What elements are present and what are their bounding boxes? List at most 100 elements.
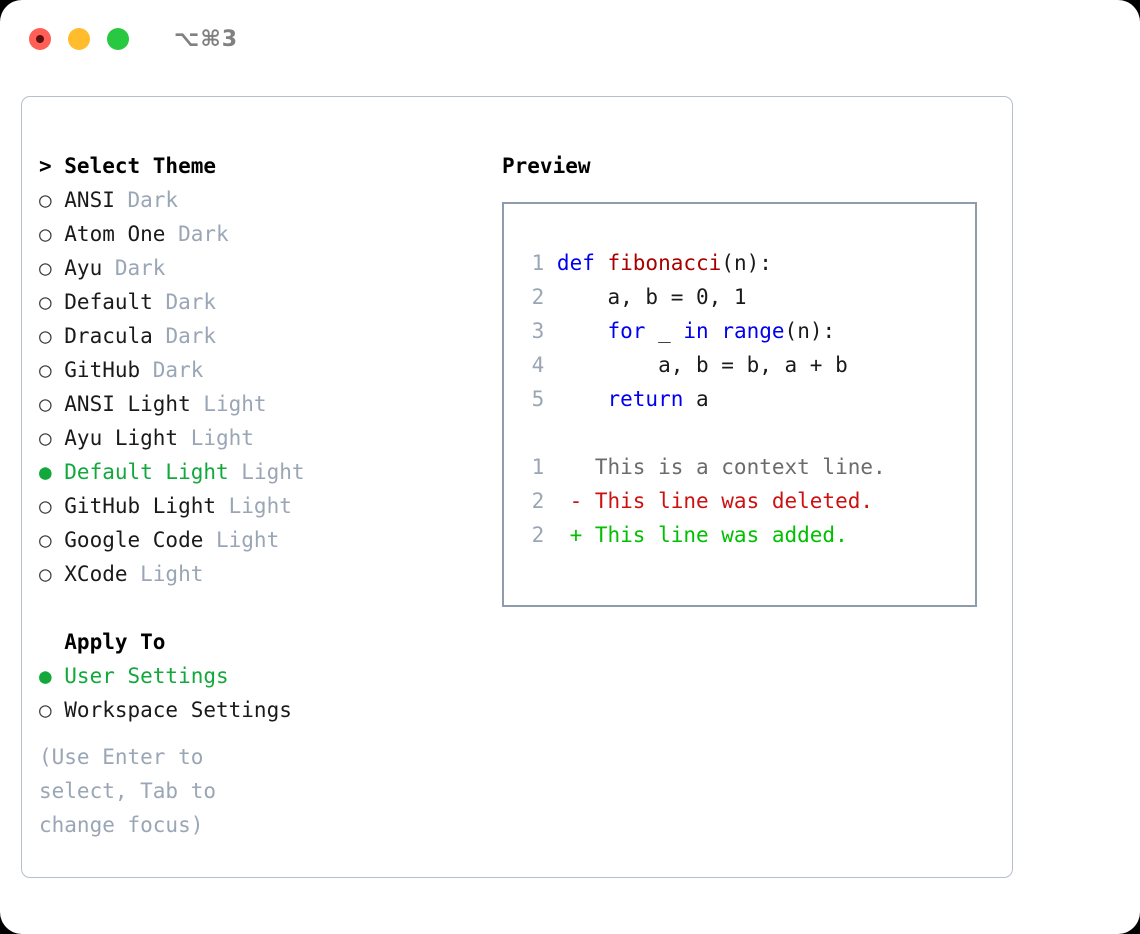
theme-option-category: Dark	[102, 256, 166, 280]
code-token-txt: a	[683, 387, 709, 411]
theme-option-10[interactable]: ○ Google Code Light	[39, 523, 479, 557]
theme-option-category: Dark	[152, 290, 217, 314]
theme-option-category: Light	[127, 562, 204, 586]
apply-to-option-label: Workspace Settings	[64, 698, 292, 722]
line-number: 2	[531, 523, 545, 547]
code-line-1: 2 a, b = 0, 1	[504, 280, 975, 314]
radio-selected-icon: ●	[39, 664, 65, 688]
apply-to-list[interactable]: Apply To● User Settings○ Workspace Setti…	[39, 625, 479, 727]
theme-option-label: GitHub	[64, 358, 141, 382]
diff-line-0: 1 This is a context line.	[504, 450, 975, 484]
code-line-0: 1 def fibonacci(n):	[504, 246, 975, 280]
code-line-2: 3 for _ in range(n):	[504, 314, 975, 348]
keyboard-shortcut-label: ⌥⌘3	[174, 26, 239, 52]
theme-option-9[interactable]: ○ GitHub Light Light	[39, 489, 479, 523]
radio-unselected-icon: ○	[39, 426, 65, 450]
title-bar: ⌥⌘3	[0, 0, 1140, 78]
radio-unselected-icon: ○	[39, 324, 65, 348]
radio-unselected-icon: ○	[39, 528, 65, 552]
line-number: 4	[531, 353, 545, 377]
line-number: 5	[531, 387, 545, 411]
theme-option-5[interactable]: ○ GitHub Dark	[39, 353, 479, 387]
code-token-kw: def	[556, 251, 608, 275]
theme-list[interactable]: > Select Theme○ ANSI Dark○ Atom One Dark…	[39, 149, 479, 591]
theme-option-label: GitHub Light	[64, 494, 216, 518]
radio-unselected-icon: ○	[39, 698, 65, 722]
code-token-kw: in	[683, 319, 709, 343]
apply-to-option-1[interactable]: ○ Workspace Settings	[39, 693, 479, 727]
radio-unselected-icon: ○	[39, 562, 65, 586]
line-number: 2	[531, 285, 545, 309]
theme-option-6[interactable]: ○ ANSI Light Light	[39, 387, 479, 421]
theme-option-label: Default Light	[64, 460, 229, 484]
apply-to-option-label: User Settings	[64, 664, 229, 688]
code-token-txt	[557, 387, 608, 411]
select-theme-heading-text: Select Theme	[64, 154, 216, 178]
theme-option-8[interactable]: ● Default Light Light	[39, 455, 479, 489]
select-theme-heading-marker: >	[39, 154, 65, 178]
code-token-txt	[709, 319, 722, 343]
diff-line-2: 2 + This line was added.	[504, 518, 975, 552]
line-number: 2	[531, 489, 545, 513]
theme-option-category: Dark	[152, 324, 217, 348]
code-token-add: + This line was added.	[556, 523, 848, 547]
theme-option-category: Dark	[140, 358, 204, 382]
theme-option-category: Dark	[165, 222, 229, 246]
code-token-txt: _	[645, 319, 684, 343]
code-token-txt: a, b = 0, 1	[556, 285, 747, 309]
radio-unselected-icon: ○	[39, 188, 65, 212]
theme-selector-panel: > Select Theme○ ANSI Dark○ Atom One Dark…	[21, 96, 1013, 878]
theme-option-category: Light	[178, 426, 254, 450]
theme-option-1[interactable]: ○ Atom One Dark	[39, 217, 479, 251]
code-line-4: 5 return a	[504, 382, 975, 416]
radio-selected-icon: ●	[39, 460, 65, 484]
close-button[interactable]	[29, 28, 51, 50]
radio-unselected-icon: ○	[39, 358, 65, 382]
code-token-fn: fibonacci	[607, 251, 722, 275]
radio-unselected-icon: ○	[39, 290, 65, 314]
theme-option-4[interactable]: ○ Dracula Dark	[39, 319, 479, 353]
theme-option-label: Dracula	[64, 324, 153, 348]
code-diff-spacer	[504, 416, 975, 450]
maximize-button[interactable]	[107, 28, 129, 50]
theme-option-label: Atom One	[64, 222, 166, 246]
code-token-kw: return	[607, 387, 684, 411]
line-number: 1	[531, 251, 545, 275]
theme-option-label: XCode	[64, 562, 128, 586]
minimize-button[interactable]	[68, 28, 90, 50]
keyboard-hint: (Use Enter to select, Tab to change focu…	[39, 745, 217, 837]
code-token-ctx: This is a context line.	[556, 455, 886, 479]
line-number: 3	[531, 319, 545, 343]
theme-option-category: Light	[190, 392, 267, 416]
theme-option-0[interactable]: ○ ANSI Dark	[39, 183, 479, 217]
window-controls	[29, 28, 129, 50]
preview-title: Preview	[502, 154, 591, 178]
code-token-kw: range	[721, 319, 785, 343]
theme-option-3[interactable]: ○ Default Dark	[39, 285, 479, 319]
code-token-kw: for	[607, 319, 646, 343]
theme-option-label: Ayu Light	[64, 426, 179, 450]
code-token-txt: a, b = b, a + b	[556, 353, 848, 377]
code-token-del: - This line was deleted.	[556, 489, 873, 513]
line-number: 1	[531, 455, 545, 479]
radio-unselected-icon: ○	[39, 222, 65, 246]
theme-option-category: Light	[228, 460, 305, 484]
theme-option-label: Ayu	[64, 256, 103, 280]
theme-option-category: Light	[216, 494, 292, 518]
theme-option-2[interactable]: ○ Ayu Dark	[39, 251, 479, 285]
select-theme-heading: > Select Theme	[39, 149, 479, 183]
code-line-3: 4 a, b = b, a + b	[504, 348, 975, 382]
diff-line-1: 2 - This line was deleted.	[504, 484, 975, 518]
theme-option-11[interactable]: ○ XCode Light	[39, 557, 479, 591]
theme-option-label: Google Code	[64, 528, 204, 552]
diff-sample: 1 This is a context line.2 - This line w…	[504, 450, 975, 552]
radio-unselected-icon: ○	[39, 392, 65, 416]
code-token-txt: (n):	[784, 319, 836, 343]
code-token-txt: (n):	[721, 251, 772, 275]
theme-option-7[interactable]: ○ Ayu Light Light	[39, 421, 479, 455]
apply-to-option-0[interactable]: ● User Settings	[39, 659, 479, 693]
